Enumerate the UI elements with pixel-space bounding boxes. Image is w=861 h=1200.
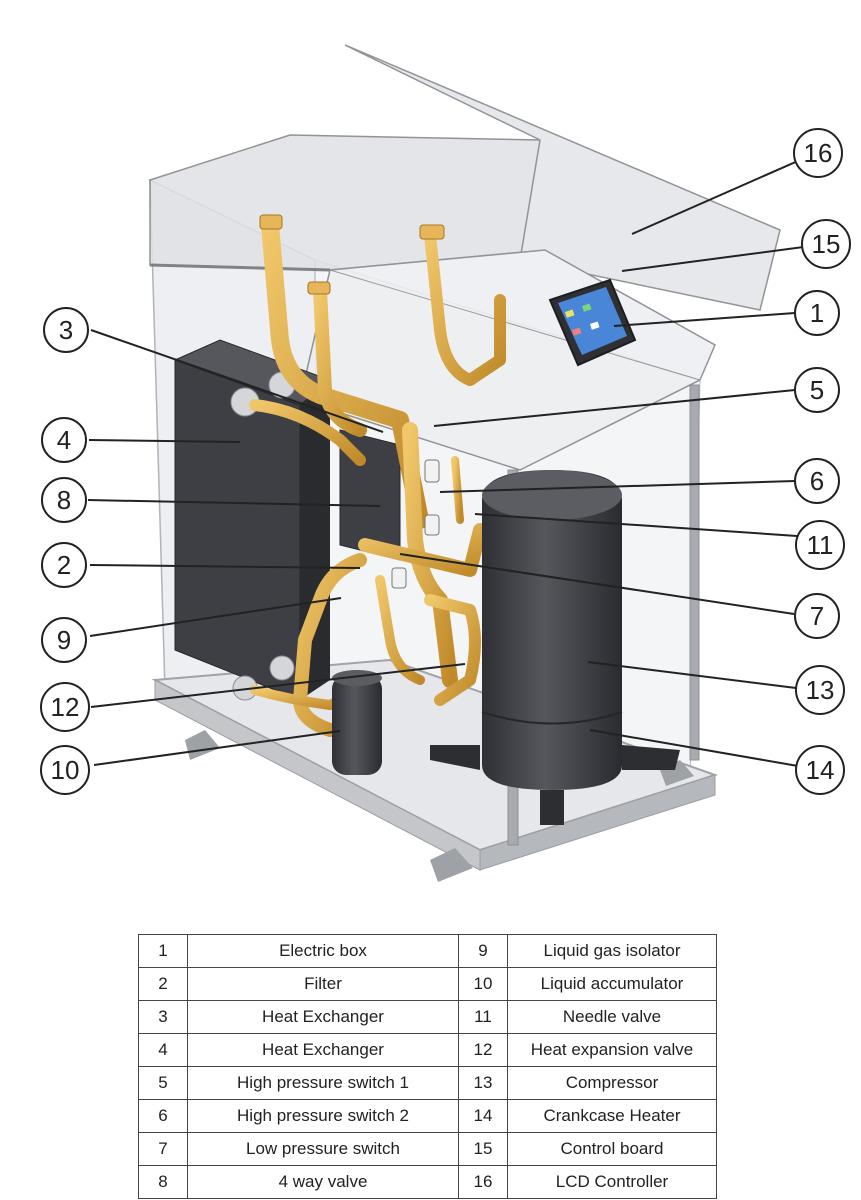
part-name: Filter	[187, 967, 459, 1001]
part-name: Heat Exchanger	[187, 1000, 459, 1034]
part-name: High pressure switch 1	[187, 1066, 459, 1100]
table-row: 3 Heat Exchanger 11 Needle valve	[138, 1000, 717, 1034]
part-number: 12	[458, 1033, 508, 1067]
part-name: Heat expansion valve	[507, 1033, 717, 1067]
part-name: 4 way valve	[187, 1165, 459, 1199]
callout-14-label: 14	[806, 755, 835, 785]
part-name: Compressor	[507, 1066, 717, 1100]
part-name: Liquid gas isolator	[507, 934, 717, 968]
parts-table: 1 Electric box 9 Liquid gas isolator 2 F…	[138, 934, 717, 1199]
table-row: 5 High pressure switch 1 13 Compressor	[138, 1066, 717, 1100]
part-number: 6	[138, 1099, 188, 1133]
part-number: 2	[138, 967, 188, 1001]
callout-16-label: 16	[804, 138, 833, 168]
compressor	[430, 470, 680, 825]
pipe-fittings	[259, 214, 445, 589]
part-name: High pressure switch 2	[187, 1099, 459, 1133]
part-number: 15	[458, 1132, 508, 1166]
callout-15-label: 15	[812, 229, 841, 259]
callout-1: 1	[794, 290, 840, 336]
table-row: 7 Low pressure switch 15 Control board	[138, 1132, 717, 1166]
callout-2: 2	[41, 542, 87, 588]
part-number: 14	[458, 1099, 508, 1133]
table-row: 6 High pressure switch 2 14 Crankcase He…	[138, 1099, 717, 1133]
part-name: Electric box	[187, 934, 459, 968]
callout-13-label: 13	[806, 675, 835, 705]
part-number: 16	[458, 1165, 508, 1199]
callout-12-label: 12	[51, 692, 80, 722]
part-number: 10	[458, 967, 508, 1001]
callout-6-label: 6	[810, 466, 824, 496]
leader-lines	[87, 152, 827, 767]
part-name: Heat Exchanger	[187, 1033, 459, 1067]
callout-5: 5	[794, 367, 840, 413]
part-name: Control board	[507, 1132, 717, 1166]
callout-3-label: 3	[59, 315, 73, 345]
callout-4: 4	[41, 417, 87, 463]
part-number: 13	[458, 1066, 508, 1100]
callout-8-label: 8	[57, 485, 71, 515]
part-name: Liquid accumulator	[507, 967, 717, 1001]
callout-15: 15	[801, 219, 851, 269]
callout-8: 8	[41, 477, 87, 523]
callout-7: 7	[794, 593, 840, 639]
part-number: 8	[138, 1165, 188, 1199]
callout-4-label: 4	[57, 425, 71, 455]
part-number: 9	[458, 934, 508, 968]
part-name: Crankcase Heater	[507, 1099, 717, 1133]
table-row: 8 4 way valve 16 LCD Controller	[138, 1165, 717, 1199]
callout-16: 16	[793, 128, 843, 178]
callout-9-label: 9	[57, 625, 71, 655]
callout-10-label: 10	[51, 755, 80, 785]
part-number: 11	[458, 1000, 508, 1034]
liquid-accumulator	[332, 670, 382, 775]
part-number: 1	[138, 934, 188, 968]
table-row: 4 Heat Exchanger 12 Heat expansion valve	[138, 1033, 717, 1067]
part-name: Low pressure switch	[187, 1132, 459, 1166]
callout-12: 12	[40, 682, 90, 732]
part-number: 5	[138, 1066, 188, 1100]
table-row: 2 Filter 10 Liquid accumulator	[138, 967, 717, 1001]
callout-5-label: 5	[810, 375, 824, 405]
callout-1-label: 1	[810, 298, 824, 328]
part-number: 4	[138, 1033, 188, 1067]
callout-11-label: 11	[807, 530, 834, 560]
lcd-controller	[548, 278, 637, 367]
callout-2-label: 2	[57, 550, 71, 580]
callout-6: 6	[794, 458, 840, 504]
heat-pump-diagram: 1 2 3 4 5 6 7 8 9 10 11 12	[40, 44, 851, 882]
callout-14: 14	[795, 745, 845, 795]
callout-9: 9	[41, 617, 87, 663]
part-name: Needle valve	[507, 1000, 717, 1034]
callout-13: 13	[795, 665, 845, 715]
callout-3: 3	[43, 307, 89, 353]
part-name: LCD Controller	[507, 1165, 717, 1199]
callout-7-label: 7	[810, 601, 824, 631]
callout-10: 10	[40, 745, 90, 795]
part-number: 7	[138, 1132, 188, 1166]
callout-11: 11	[795, 520, 845, 570]
table-row: 1 Electric box 9 Liquid gas isolator	[138, 934, 717, 968]
copper-piping	[249, 216, 506, 737]
part-number: 3	[138, 1000, 188, 1034]
